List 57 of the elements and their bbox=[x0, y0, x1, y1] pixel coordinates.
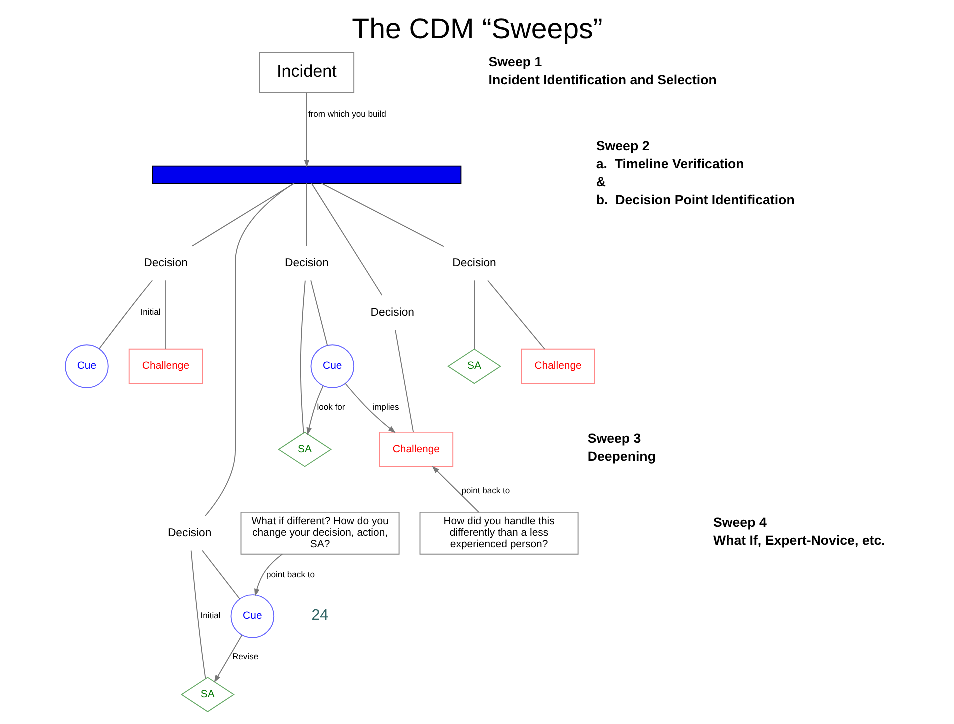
connector bbox=[310, 183, 382, 296]
node-diamond: SA bbox=[447, 348, 501, 384]
edge-label: from which you build bbox=[308, 109, 386, 120]
node-circle: Cue bbox=[230, 594, 274, 638]
node-box: Challenge bbox=[520, 348, 595, 384]
label: 24 bbox=[311, 607, 328, 624]
node-diamond: SA bbox=[180, 677, 234, 712]
connector bbox=[98, 280, 153, 350]
label: a. Timeline Verification bbox=[596, 156, 744, 172]
connector bbox=[394, 330, 414, 433]
arrow bbox=[344, 383, 396, 434]
node-circle: Cue bbox=[310, 344, 354, 388]
connector bbox=[204, 183, 294, 517]
edge-label: point back to bbox=[461, 486, 510, 496]
connector bbox=[190, 550, 206, 680]
arrow bbox=[254, 554, 283, 597]
connector bbox=[320, 183, 444, 248]
edge-label: look for bbox=[316, 402, 345, 412]
edge-label: point back to bbox=[266, 569, 314, 580]
node-text: Decision bbox=[144, 257, 188, 270]
node-circle: Cue bbox=[64, 344, 108, 388]
arrow bbox=[432, 466, 479, 513]
label: Sweep 1 bbox=[488, 54, 542, 70]
label: Sweep 2 bbox=[596, 138, 650, 154]
connector bbox=[192, 183, 294, 247]
arrow bbox=[304, 92, 310, 168]
node-bar bbox=[152, 166, 462, 184]
node-text: Decision bbox=[452, 257, 496, 270]
label: What If, Expert-Novice, etc. bbox=[713, 533, 885, 548]
label: Deepening bbox=[587, 449, 656, 464]
node-diamond: SA bbox=[278, 432, 332, 468]
diagram-title: The CDM “Sweeps” bbox=[352, 14, 602, 46]
label: & bbox=[596, 174, 606, 190]
arrow bbox=[306, 386, 324, 436]
node-box: Challenge bbox=[378, 432, 454, 468]
label: Sweep 3 bbox=[587, 431, 641, 446]
connector bbox=[202, 550, 240, 600]
label: Incident Identification and Selection bbox=[488, 72, 716, 88]
node-box: Incident bbox=[258, 52, 354, 94]
label: Sweep 4 bbox=[713, 514, 766, 530]
node-box: Challenge bbox=[128, 348, 203, 384]
edge-label: Initial bbox=[140, 307, 160, 318]
edge-label: Initial bbox=[200, 610, 220, 621]
label: b. Decision Point Identification bbox=[596, 192, 794, 208]
node-text: Decision bbox=[167, 527, 212, 540]
node-text: Decision bbox=[284, 257, 328, 270]
node-box: What if different? How do you change your decision, action, SA? bbox=[240, 512, 400, 555]
connector bbox=[487, 280, 545, 350]
connector bbox=[300, 280, 306, 434]
connector bbox=[165, 280, 166, 350]
connector bbox=[306, 183, 307, 247]
connector bbox=[310, 280, 328, 346]
node-box: How did you handle this differently than a less experienced person? bbox=[419, 512, 578, 555]
edge-label: Revise bbox=[232, 652, 258, 662]
edge-label: implies bbox=[372, 402, 399, 412]
node-text: Decision bbox=[370, 306, 414, 319]
arrow bbox=[214, 634, 242, 683]
